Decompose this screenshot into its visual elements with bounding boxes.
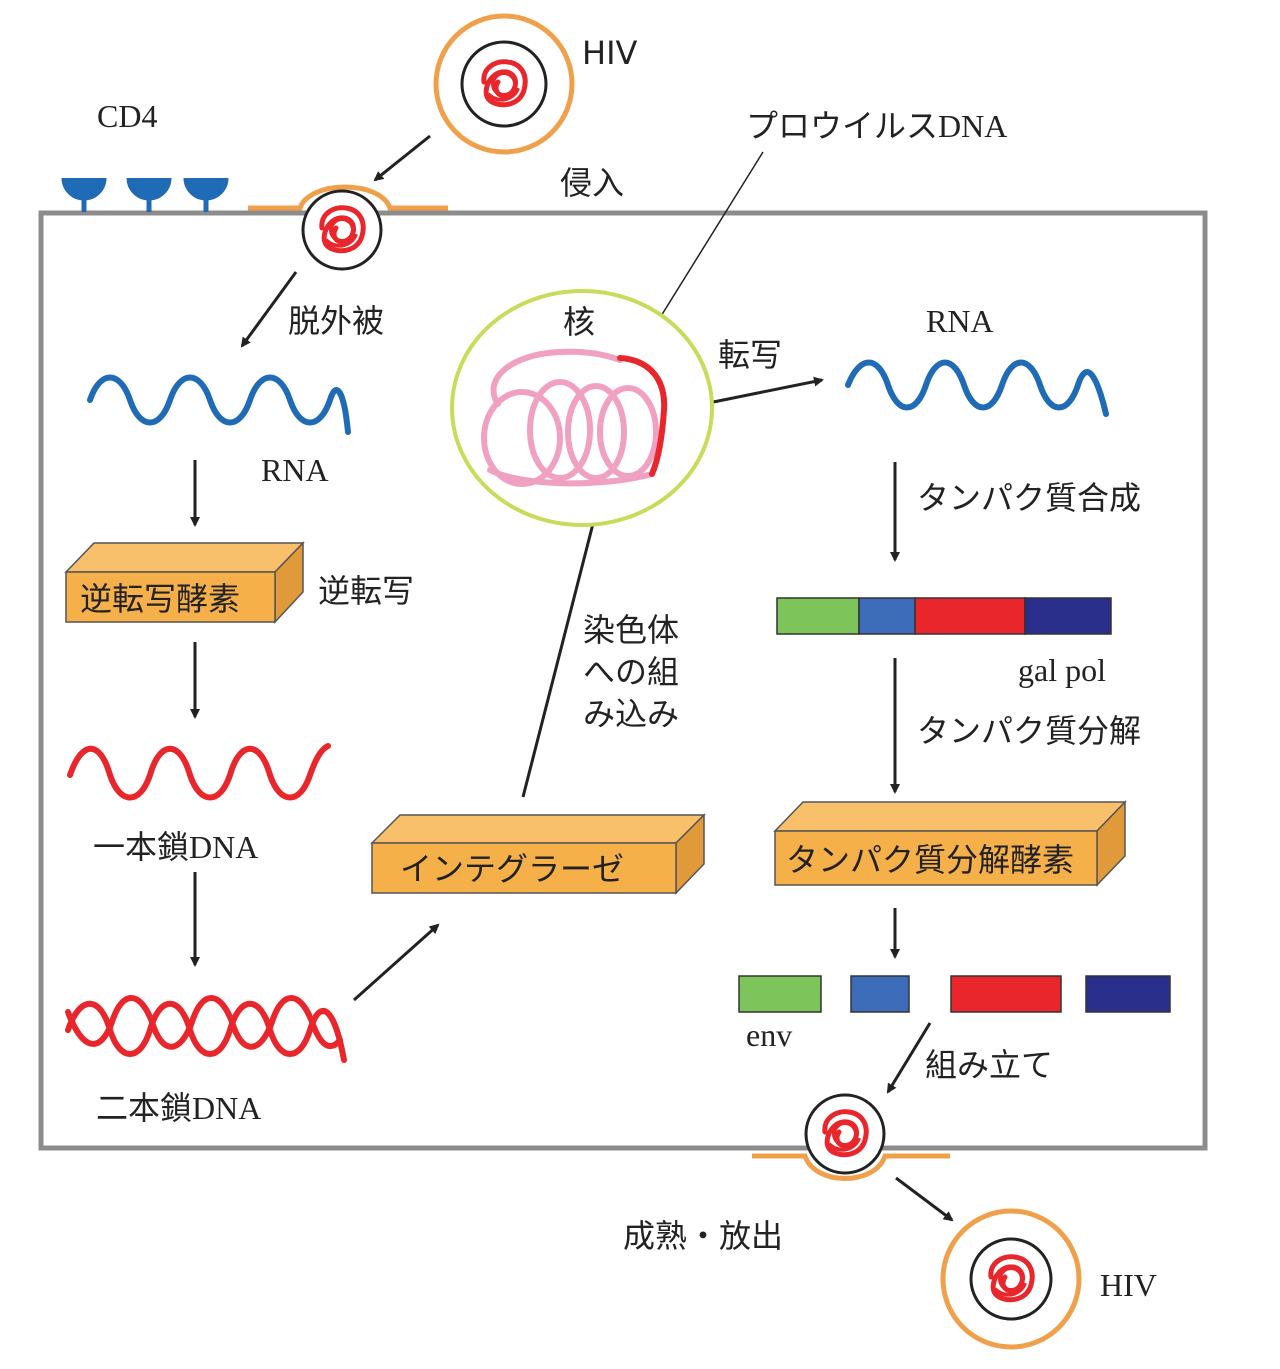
rna-label-right: RNA	[926, 303, 994, 339]
double-strand-dna	[65, 995, 347, 1063]
fusion-envelope	[248, 184, 448, 211]
integration-label-line1: 染色体	[583, 611, 679, 649]
single-strand-dna	[67, 743, 331, 801]
maturation-release-label: 成熟・放出	[623, 1217, 783, 1255]
hiv-label-bottom: HIV	[1100, 1267, 1157, 1303]
rna-strand-right	[845, 359, 1109, 417]
assembly-label: 組み立て	[925, 1046, 1053, 1084]
reverse-transcriptase-label: 逆転写酵素	[80, 580, 240, 618]
uncoating-label: 脱外被	[288, 302, 384, 340]
virus-core-icon	[804, 1093, 886, 1175]
double-strand-dna-label: 二本鎖DNA	[96, 1090, 261, 1126]
env-label: env	[746, 1017, 792, 1053]
single-strand-dna-label: 一本鎖DNA	[93, 829, 258, 865]
entry-label: 侵入	[560, 164, 624, 202]
nucleus	[450, 289, 714, 527]
protein-synthesis-label: タンパク質合成	[917, 479, 1141, 517]
hiv-label-top: HIV	[582, 34, 638, 72]
protease-label: タンパク質分解酵素	[786, 841, 1074, 879]
enzyme-box-icon	[773, 800, 1127, 887]
rna-strand-left	[87, 374, 351, 435]
integrase-label: インテグラーゼ	[400, 850, 624, 888]
cleaved-proteins	[738, 975, 1171, 1013]
cd4-label: CD4	[97, 98, 157, 134]
gal-pol-label: gal pol	[1018, 652, 1106, 688]
hiv-virus-icon	[433, 13, 575, 155]
enzyme-box-icon	[370, 813, 706, 895]
polyprotein	[776, 597, 1112, 635]
provirus-dna-label: プロウイルスDNA	[746, 108, 1007, 144]
transcription-label: 転写	[718, 336, 782, 374]
nucleus-label: 核	[563, 303, 595, 341]
reverse-transcription-label: 逆転写	[318, 572, 414, 610]
protein-degradation-label: タンパク質分解	[917, 712, 1141, 750]
hiv-virus-icon	[940, 1208, 1082, 1350]
budding-envelope	[752, 1153, 950, 1181]
enzyme-box-icon	[64, 541, 305, 624]
rna-label-left: RNA	[261, 452, 329, 488]
cd4-receptor-icon	[61, 177, 229, 212]
integration-label-line2: への組	[583, 653, 679, 691]
integration-label-line3: み込み	[583, 695, 679, 733]
virus-core-icon	[301, 189, 383, 271]
